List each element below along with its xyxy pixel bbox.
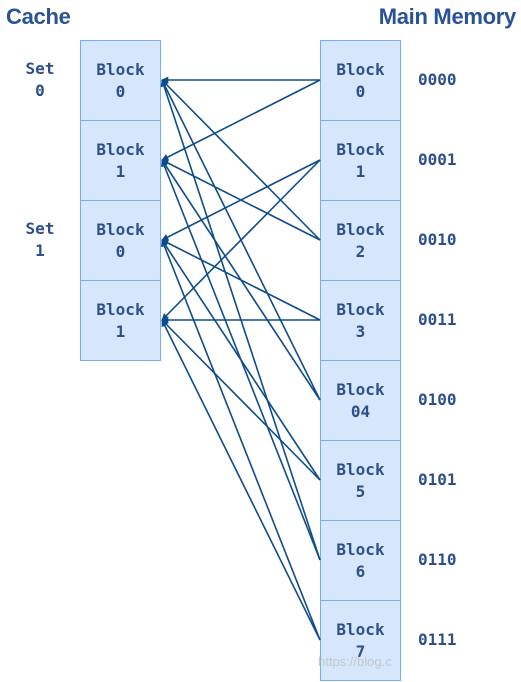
memory-address-7: 0111 — [418, 630, 457, 649]
arrow-mem0-cache1 — [161, 79, 321, 161]
memory-block-1: Block 1 — [320, 120, 401, 201]
memory-block-4: Block 04 — [320, 360, 401, 441]
memory-address-1: 0001 — [418, 150, 457, 169]
cache-set-0-label: Set 0 — [25, 59, 55, 100]
arrow-mem6-cache0 — [160, 79, 321, 561]
memory-block-3: Block 3 — [320, 280, 401, 361]
arrow-mem7-cache2 — [161, 239, 321, 641]
memory-block-2: Block 2 — [320, 200, 401, 281]
arrow-mem7-cache3 — [161, 319, 321, 641]
cache-set-1-label: Set 1 — [25, 219, 55, 260]
memory-address-2: 0010 — [418, 230, 457, 249]
arrow-mem2-cache1 — [161, 159, 321, 241]
arrow-mem4-cache0 — [161, 79, 321, 401]
memory-block-0: Block 0 — [320, 40, 401, 121]
memory-address-0: 0000 — [418, 70, 457, 89]
arrow-mem2-cache0 — [161, 79, 321, 241]
cache-title: Cache — [6, 4, 71, 29]
watermark: https://blog.c — [318, 654, 392, 669]
arrow-mem5-cache3 — [161, 319, 321, 481]
arrow-mem4-cache1 — [161, 159, 321, 401]
main-memory-title: Main Memory — [378, 4, 517, 29]
memory-block-7: Block 7 — [320, 600, 401, 681]
memory-block-5: Block 5 — [320, 440, 401, 521]
memory-address-5: 0101 — [418, 470, 457, 489]
cache-block-2: Block 0 — [80, 200, 161, 281]
memory-address-3: 0011 — [418, 310, 457, 329]
arrow-mem6-cache1 — [161, 159, 321, 561]
cache-block-3: Block 1 — [80, 280, 161, 361]
memory-address-4: 0100 — [418, 390, 457, 409]
memory-address-6: 0110 — [418, 550, 457, 569]
memory-block-6: Block 6 — [320, 520, 401, 601]
